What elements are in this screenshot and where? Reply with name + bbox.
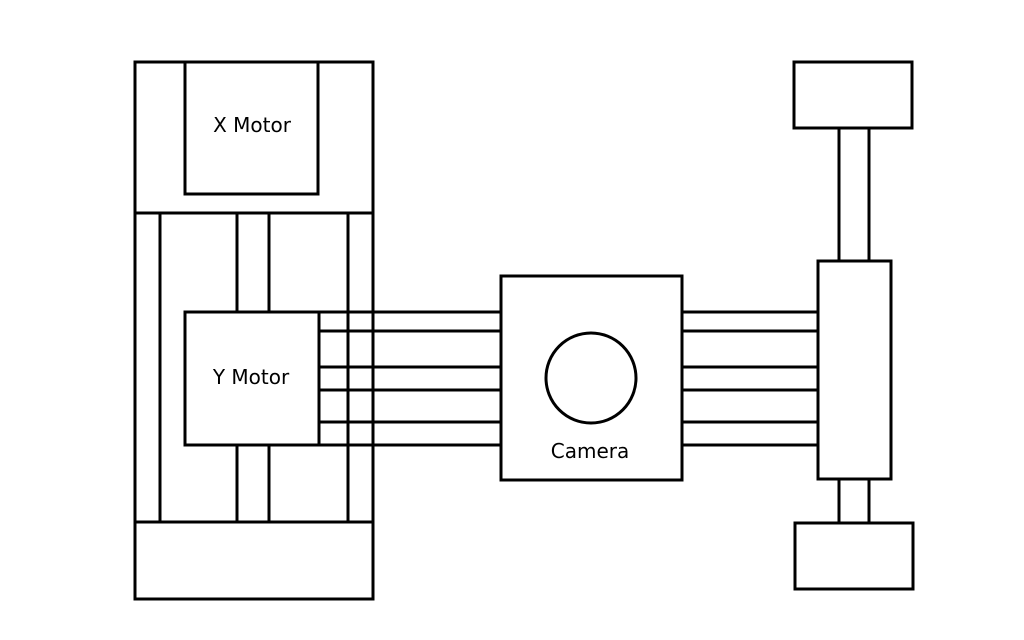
y-motor-box <box>183 310 321 447</box>
y-rods-left <box>319 310 501 447</box>
camera-label: Camera <box>551 439 630 463</box>
y-rods-right <box>682 310 818 447</box>
camera-lens <box>544 331 638 425</box>
y-motor-label: Y Motor <box>212 365 290 389</box>
x-motor-label: X Motor <box>213 113 292 137</box>
right-support <box>792 60 915 591</box>
x-motor-box <box>183 60 320 196</box>
right-carriage <box>816 259 893 481</box>
top-right-block <box>792 60 914 130</box>
camera: Camera <box>499 274 684 482</box>
y-motor: Y Motor <box>183 310 321 447</box>
bottom-right-block <box>793 521 915 591</box>
x-motor: X Motor <box>183 60 320 196</box>
